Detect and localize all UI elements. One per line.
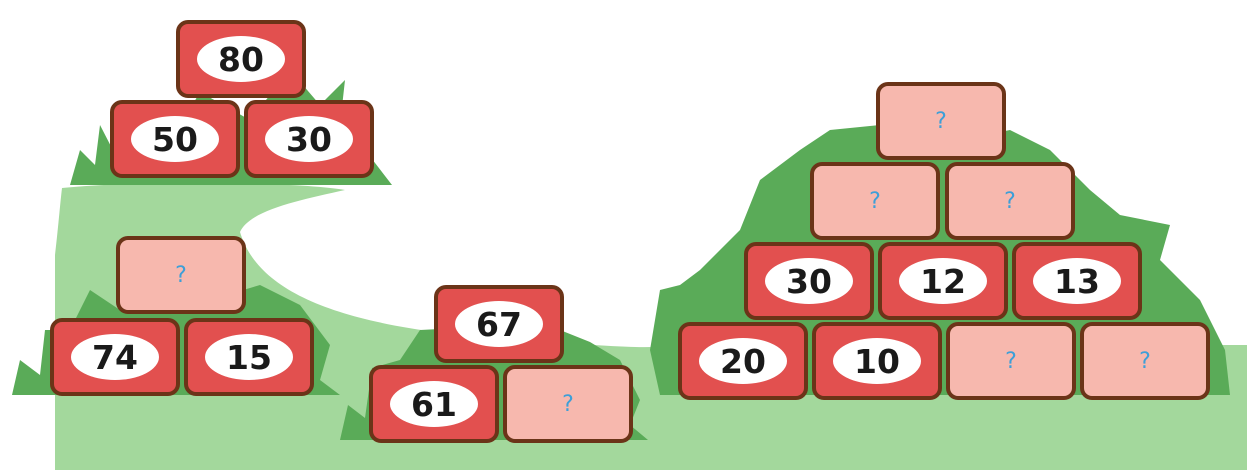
question-mark: ? bbox=[949, 166, 1071, 236]
brick: 13 bbox=[1012, 242, 1142, 320]
brick: 20 bbox=[678, 322, 808, 400]
brick-value: 15 bbox=[205, 334, 293, 380]
brick: 74 bbox=[50, 318, 180, 396]
brick: 15 bbox=[184, 318, 314, 396]
brick-unknown[interactable]: ? bbox=[946, 322, 1076, 400]
brick-value: 10 bbox=[833, 338, 921, 384]
brick-unknown[interactable]: ? bbox=[116, 236, 246, 314]
brick: 10 bbox=[812, 322, 942, 400]
brick-unknown[interactable]: ? bbox=[1080, 322, 1210, 400]
brick: 61 bbox=[369, 365, 499, 443]
brick-value: 20 bbox=[699, 338, 787, 384]
brick-value: 67 bbox=[455, 301, 543, 347]
brick-unknown[interactable]: ? bbox=[503, 365, 633, 443]
brick-value: 30 bbox=[265, 116, 353, 162]
brick: 50 bbox=[110, 100, 240, 178]
brick-value: 74 bbox=[71, 334, 159, 380]
brick-value: 61 bbox=[390, 381, 478, 427]
question-mark: ? bbox=[1084, 326, 1206, 396]
brick-value: 12 bbox=[899, 258, 987, 304]
brick-value: 50 bbox=[131, 116, 219, 162]
question-mark: ? bbox=[880, 86, 1002, 156]
brick-unknown[interactable]: ? bbox=[810, 162, 940, 240]
brick-value: 30 bbox=[765, 258, 853, 304]
brick-value: 13 bbox=[1033, 258, 1121, 304]
brick-unknown[interactable]: ? bbox=[876, 82, 1006, 160]
brick: 80 bbox=[176, 20, 306, 98]
question-mark: ? bbox=[120, 240, 242, 310]
brick: 67 bbox=[434, 285, 564, 363]
brick-value: 80 bbox=[197, 36, 285, 82]
brick-unknown[interactable]: ? bbox=[945, 162, 1075, 240]
question-mark: ? bbox=[814, 166, 936, 236]
brick: 30 bbox=[244, 100, 374, 178]
question-mark: ? bbox=[950, 326, 1072, 396]
brick: 30 bbox=[744, 242, 874, 320]
brick: 12 bbox=[878, 242, 1008, 320]
question-mark: ? bbox=[507, 369, 629, 439]
